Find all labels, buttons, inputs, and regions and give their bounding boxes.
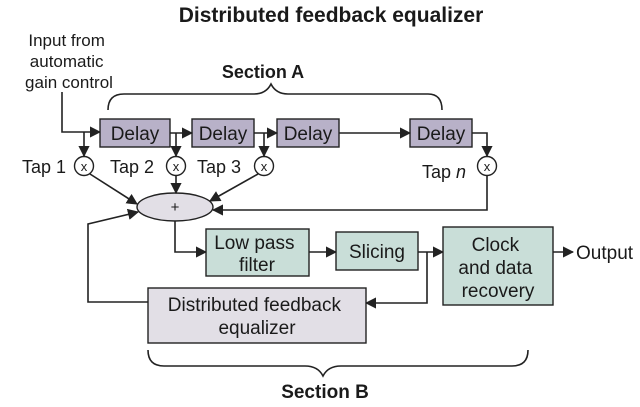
adder-symbol: + — [171, 199, 180, 216]
multiplier-n — [476, 155, 498, 177]
mult-wire-1 — [89, 173, 138, 205]
delay-label-n: Delay — [417, 124, 466, 145]
input-wire — [61, 92, 102, 138]
diagram-title: Distributed feedback equalizer — [179, 4, 484, 27]
multiplier-1-symbol: x — [81, 159, 88, 174]
section-b-brace — [147, 349, 529, 378]
slicing-box — [335, 231, 419, 271]
multiplier-n-symbol: x — [484, 159, 491, 174]
dfe-to-adder-wire — [87, 208, 148, 303]
input-label-line-2: automatic — [30, 52, 104, 71]
lowpass-filter-box — [205, 228, 310, 277]
slicing-label: Slicing — [349, 242, 405, 263]
dfe-label-line-2: equalizer — [218, 318, 296, 339]
clock-label-line-3: recovery — [462, 281, 535, 302]
tap-label-n: Tap n — [422, 162, 466, 182]
dfe-label-line-1: Distributed feedback — [168, 295, 342, 316]
output-label: Output — [576, 243, 634, 264]
lowpass-filter-label: Low pass filter — [214, 233, 300, 276]
multiplier-3-symbol: x — [261, 159, 268, 174]
tap-label-3: Tap 3 — [197, 157, 241, 177]
tap-label-n-var: n — [456, 162, 466, 182]
delay-label-3: Delay — [284, 124, 333, 145]
adder-to-lowpass-wire — [174, 221, 208, 258]
delay-box-2 — [191, 118, 255, 148]
section-a-label: Section A — [222, 62, 304, 82]
tap-wire-n — [472, 132, 493, 158]
multiplier-1 — [73, 155, 95, 177]
tap-label-n-prefix: Tap — [422, 162, 456, 182]
tap-label-2: Tap 2 — [110, 157, 154, 177]
input-label: Input from automatic gain control — [25, 31, 113, 92]
clock-label-line-1: Clock — [472, 235, 520, 256]
lowpass-label-line-1: Low pass — [214, 233, 294, 254]
multiplier-2 — [165, 155, 187, 177]
lowpass-label-line-2: filter — [239, 255, 276, 276]
delay-label-2: Delay — [199, 124, 248, 145]
section-a-brace — [107, 82, 443, 111]
clock-recovery-label: Clock and data recovery — [458, 235, 537, 302]
dfe-label: Distributed feedback equalizer — [168, 295, 347, 339]
mult-wire-n — [211, 176, 488, 216]
tap-label-1: Tap 1 — [22, 157, 66, 177]
delay-label-1: Delay — [111, 124, 160, 145]
dfe-box — [147, 287, 367, 344]
slicing-to-dfe-wire — [364, 252, 428, 309]
input-label-line-3: gain control — [25, 73, 113, 92]
multiplier-2-symbol: x — [173, 159, 180, 174]
clock-recovery-box — [442, 226, 554, 306]
input-label-line-1: Input from — [28, 31, 105, 50]
multiplier-3 — [253, 155, 275, 177]
mult-wire-3 — [209, 173, 259, 202]
delay-box-1 — [99, 118, 171, 148]
delay-box-3 — [276, 118, 340, 148]
clock-label-line-2: and data — [458, 258, 532, 279]
section-b-label: Section B — [281, 382, 369, 403]
